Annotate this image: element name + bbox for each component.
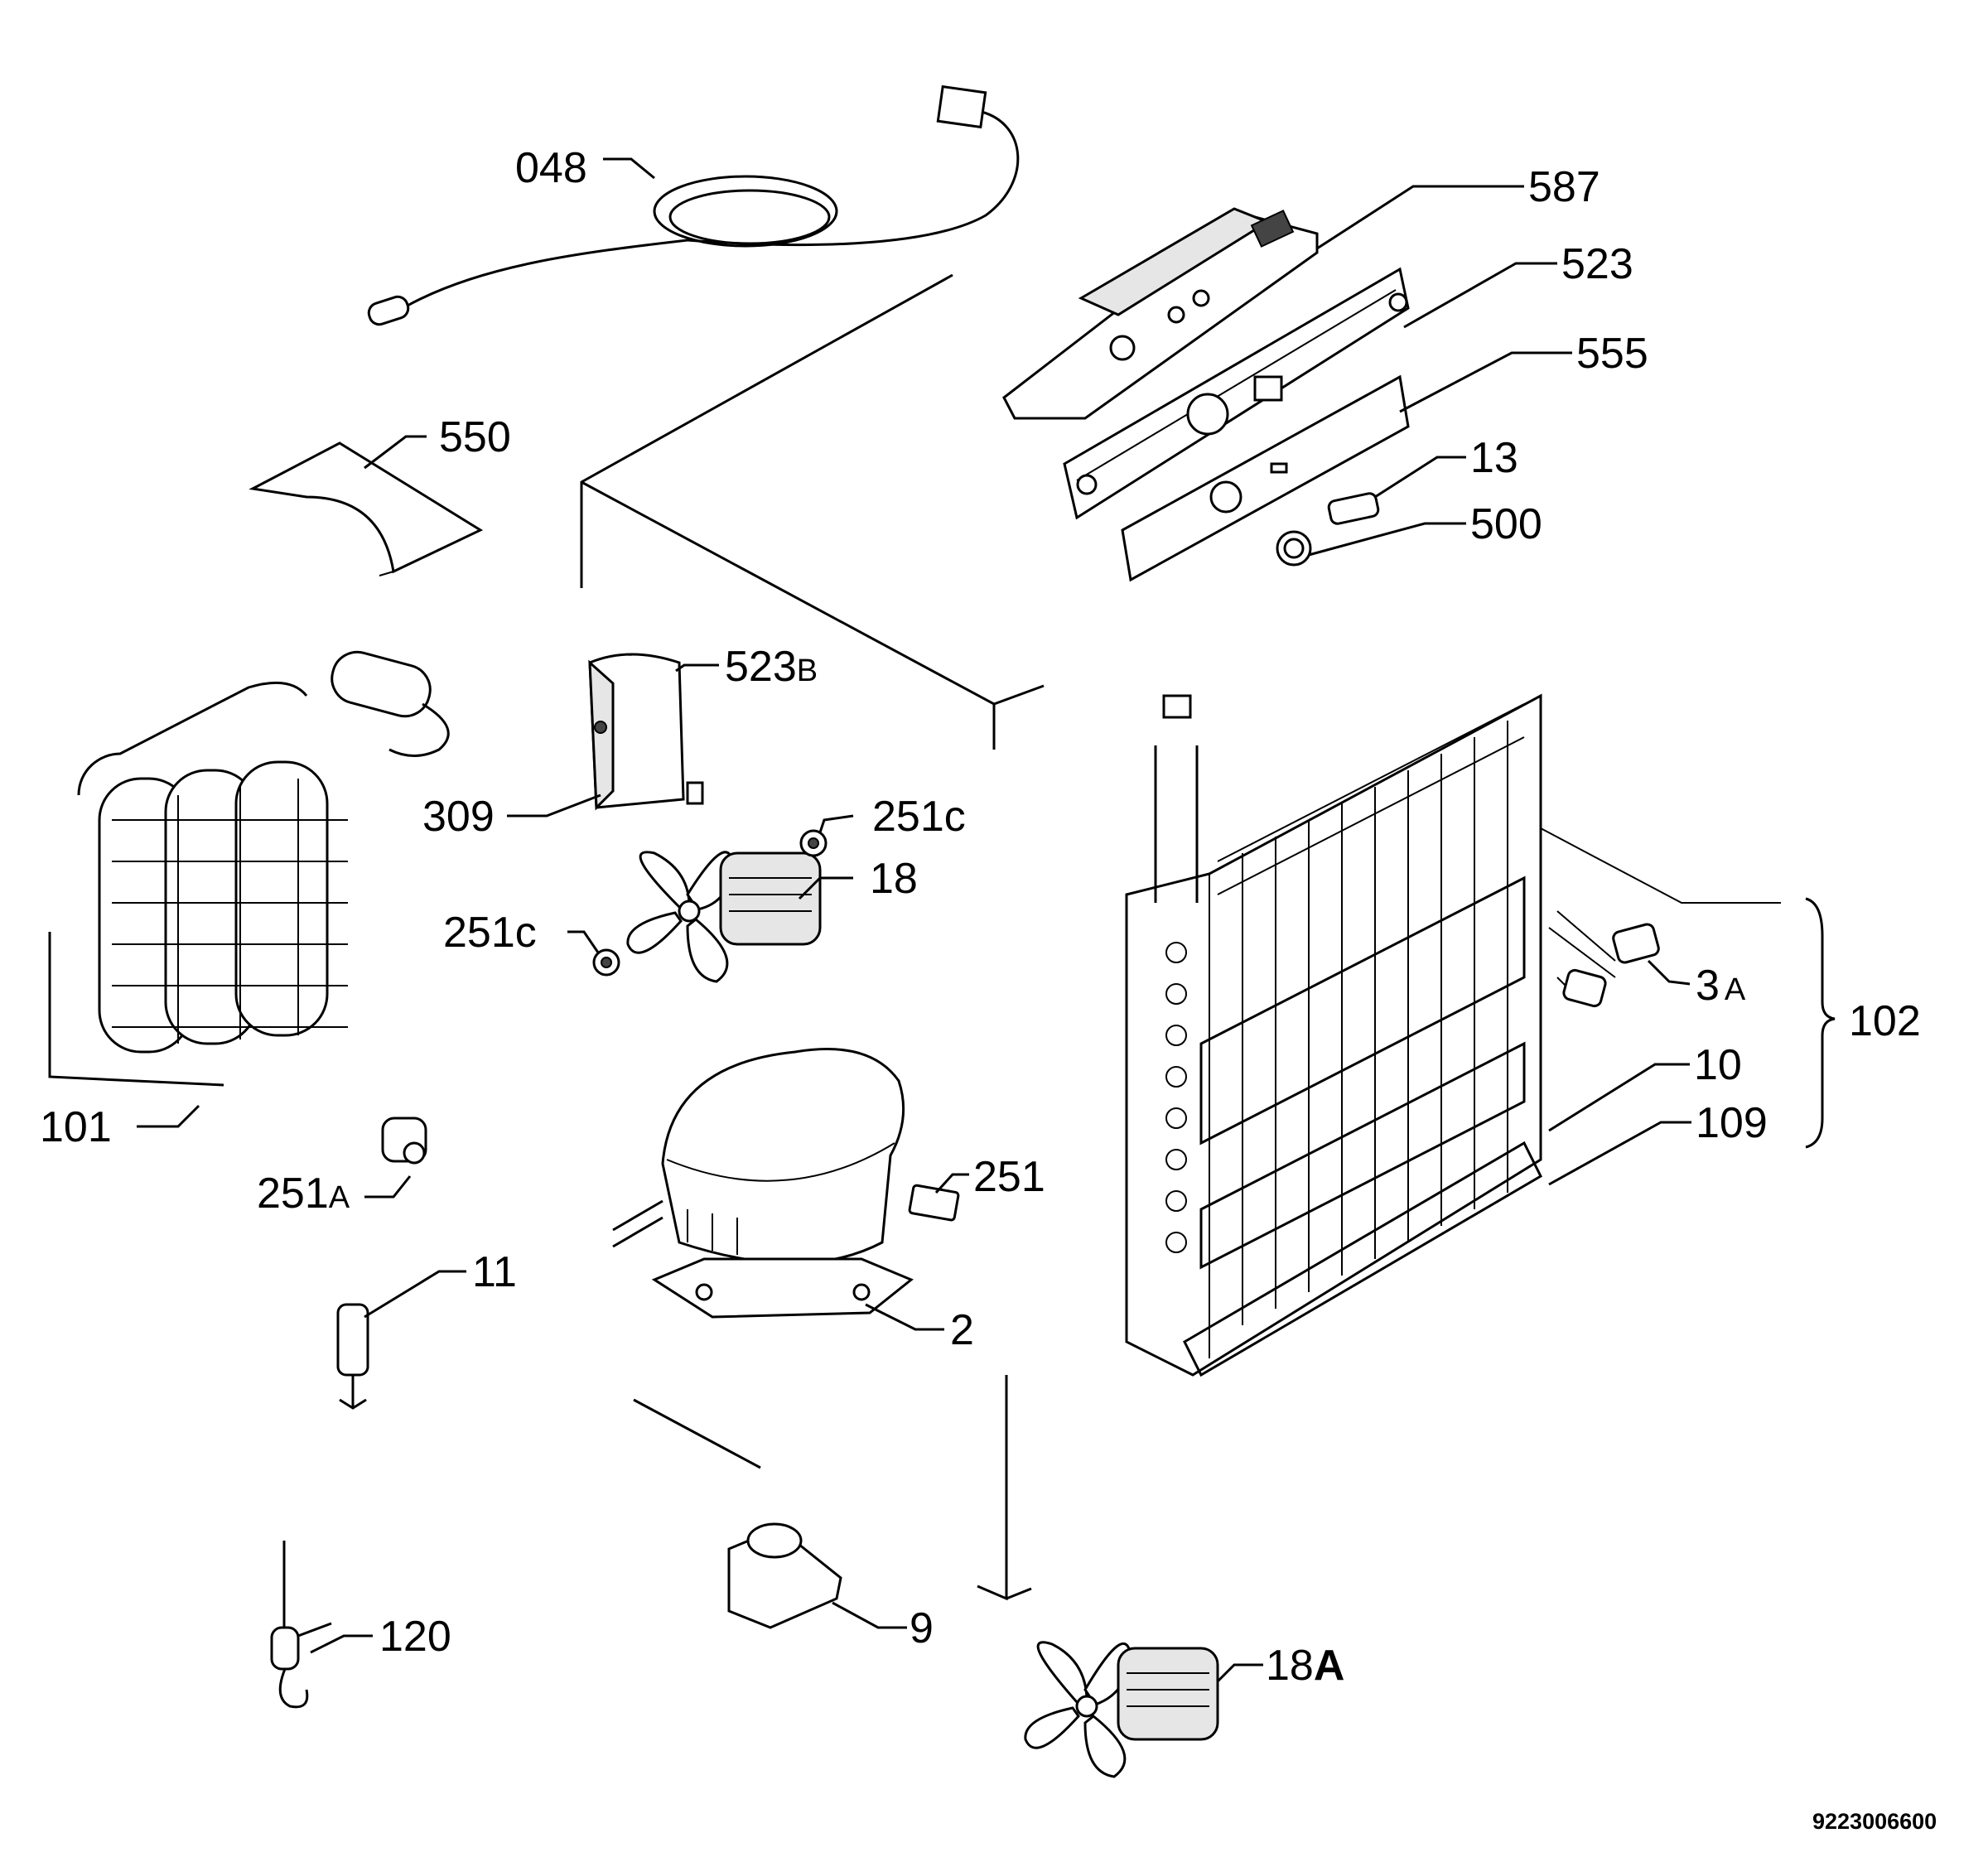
callout-550: 550 [439,413,511,461]
callout-102: 102 [1849,997,1921,1045]
callout-251A-number: 251 [257,1170,329,1218]
fan-motor-18 [626,851,822,983]
callout-3A-suffix: A [1725,972,1746,1007]
callout-523B-suffix: B [797,654,818,688]
knob-13 [1327,492,1380,525]
callout-309: 309 [422,793,495,841]
callout-18A-suffix: A [1314,1642,1345,1690]
callout-109: 109 [1696,1099,1768,1147]
terminal-251 [908,1184,960,1222]
callout-523B: 523B [725,643,818,691]
callout-048: 048 [515,144,587,192]
sensor-cable-048 [367,84,1020,326]
callout-251c-top: 251c [872,793,966,841]
callout-101: 101 [40,1103,112,1151]
cabinet-outline [580,273,1045,1601]
callout-18A-number: 18 [1266,1642,1314,1690]
callout-251A-suffix: A [329,1180,350,1215]
callout-587: 587 [1528,163,1600,211]
callout-3A-number: 3 [1696,962,1720,1010]
callout-251c-left: 251c [443,909,537,957]
control-panel-cover-555 [1121,374,1410,582]
thermostat-housing-523 [1063,267,1410,520]
callout-2: 2 [950,1306,974,1354]
bracket-9 [727,1522,842,1629]
callout-500: 500 [1470,500,1542,548]
callout-251A: 251A [257,1170,350,1218]
condenser-coil [98,760,348,1054]
callout-labels: 048 587 523 555 13 500 550 523B 309 251c… [40,144,1921,1690]
document-number: 9223006600 [1812,1809,1937,1834]
relay-cover-523B [588,653,704,811]
callout-13: 13 [1470,434,1518,482]
compressor-2 [612,1048,914,1319]
callout-523: 523 [1561,240,1633,288]
grommet-251c-left [592,948,620,977]
leader-lines [137,157,1836,1683]
fan-motor-18A [1024,1641,1219,1778]
lamp-500 [1276,530,1312,567]
part-11 [336,1303,369,1410]
grommet-251c-top [799,829,828,857]
callout-251: 251 [973,1153,1045,1201]
control-board-587 [1002,207,1319,420]
callout-10: 10 [1694,1041,1742,1089]
evaporator-left-coils [1165,942,1187,1253]
callout-18: 18 [870,855,918,903]
callout-11: 11 [472,1248,517,1296]
callout-9: 9 [910,1604,934,1652]
filter-drier-120 [270,1541,332,1709]
grommet-251A [381,1117,427,1165]
evaporator-10 [1125,693,1542,1377]
drain-frame-109 [1183,1141,1542,1377]
callout-120: 120 [379,1613,451,1661]
sensor-clips-3A [1548,910,1660,1008]
callout-18A: 18A [1266,1642,1344,1690]
callout-523B-number: 523 [725,643,797,691]
bracket-550 [248,441,484,576]
condenser-101 [48,650,450,1087]
callout-555: 555 [1576,330,1648,378]
